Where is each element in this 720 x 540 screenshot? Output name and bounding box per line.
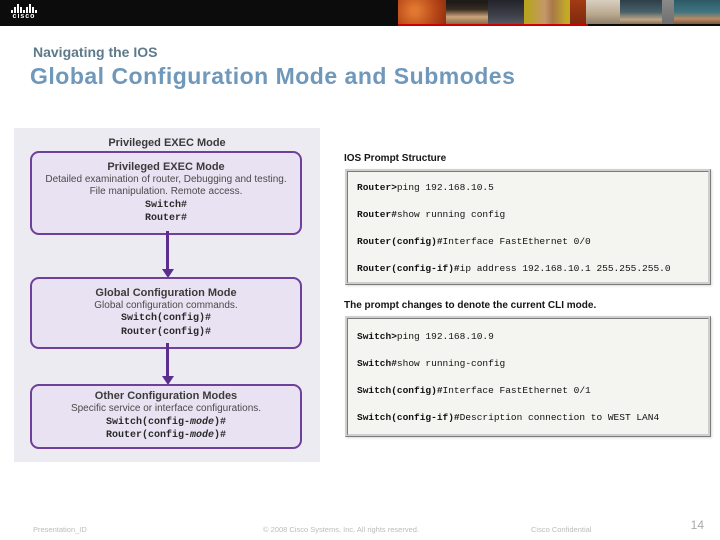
cli-line: Router(config)#Interface FastEthernet 0/…: [357, 236, 591, 247]
photo-tile: [398, 0, 446, 24]
global-config-mode-box: Global Configuration Mode Global configu…: [30, 277, 302, 349]
other-config-modes-box: Other Configuration Modes Specific servi…: [30, 384, 302, 449]
top-banner: cisco: [0, 0, 720, 26]
switch-terminal-box: Switch>ping 192.168.10.9 Switch#show run…: [345, 316, 711, 437]
confidential-text: Cisco Confidential: [531, 525, 592, 534]
photo-tile: [586, 0, 620, 24]
cli-line: Router(config-if)#ip address 192.168.10.…: [357, 263, 671, 274]
mode-box-prompt: Router(config-mode)#: [105, 430, 227, 442]
down-arrow-head-icon: [162, 269, 174, 278]
router-terminal-box: Router>ping 192.168.10.5 Router#show run…: [345, 169, 711, 285]
cli-line: Switch#show running-config: [357, 358, 506, 369]
cli-line: Switch>ping 192.168.10.9: [357, 331, 494, 342]
mode-box-prompt: Switch(config-mode)#: [105, 416, 227, 428]
down-arrow-icon: [166, 343, 169, 377]
mode-flow-diagram: Privileged EXEC Mode Privileged EXEC Mod…: [14, 128, 320, 462]
photo-tile: [570, 0, 586, 24]
red-accent-line: [398, 24, 588, 26]
lesson-subtitle: Navigating the IOS: [33, 44, 158, 60]
cisco-logo-text: cisco: [12, 13, 36, 20]
mode-box-prompt: Router#: [144, 213, 187, 224]
mode-box-title: Global Configuration Mode: [95, 286, 237, 299]
mode-box-prompt: Switch#: [144, 199, 187, 211]
copyright-text: © 2008 Cisco Systems, Inc. All rights re…: [263, 525, 420, 534]
ios-prompt-structure-label: IOS Prompt Structure: [344, 153, 447, 164]
mode-box-prompt: Switch(config)#: [120, 313, 211, 325]
page-number: 14: [690, 518, 704, 532]
mode-box-line: Specific service or interface configurat…: [70, 403, 262, 415]
prompt-changes-label: The prompt changes to denote the current…: [344, 300, 597, 311]
cisco-logo-bars-icon: [11, 4, 37, 13]
photo-tile: [662, 0, 674, 24]
cli-line: Switch(config-if)#Description connection…: [357, 412, 660, 423]
down-arrow-icon: [166, 231, 169, 270]
photo-tile: [446, 0, 488, 24]
cisco-logo-icon: cisco: [11, 4, 37, 21]
mode-box-title: Other Configuration Modes: [94, 390, 238, 403]
photo-tile: [620, 0, 662, 24]
cli-line: Router>ping 192.168.10.5: [357, 182, 494, 193]
mode-box-prompt: Router(config)#: [120, 326, 211, 338]
privileged-exec-mode-box: Privileged EXEC Mode Detailed examinatio…: [30, 151, 302, 235]
mode-box-line: Detailed examination of router, Debuggin…: [45, 173, 287, 185]
presentation-id: Presentation_ID: [33, 525, 87, 534]
page-title: Global Configuration Mode and Submodes: [30, 63, 516, 89]
photo-tile: [488, 0, 524, 24]
mode-box-title: Privileged EXEC Mode: [107, 160, 225, 173]
cli-line: Switch(config)#Interface FastEthernet 0/…: [357, 385, 591, 396]
photo-tile: [524, 0, 570, 24]
mode-box-line: File manipulation. Remote access.: [89, 186, 243, 197]
photo-tile: [674, 0, 720, 24]
down-arrow-head-icon: [162, 376, 174, 385]
cli-line: Router#show running config: [357, 209, 506, 220]
photo-collage: [398, 0, 720, 24]
mode-box-line: Global configuration commands.: [94, 299, 238, 311]
diagram-header-label: Privileged EXEC Mode: [108, 137, 226, 149]
